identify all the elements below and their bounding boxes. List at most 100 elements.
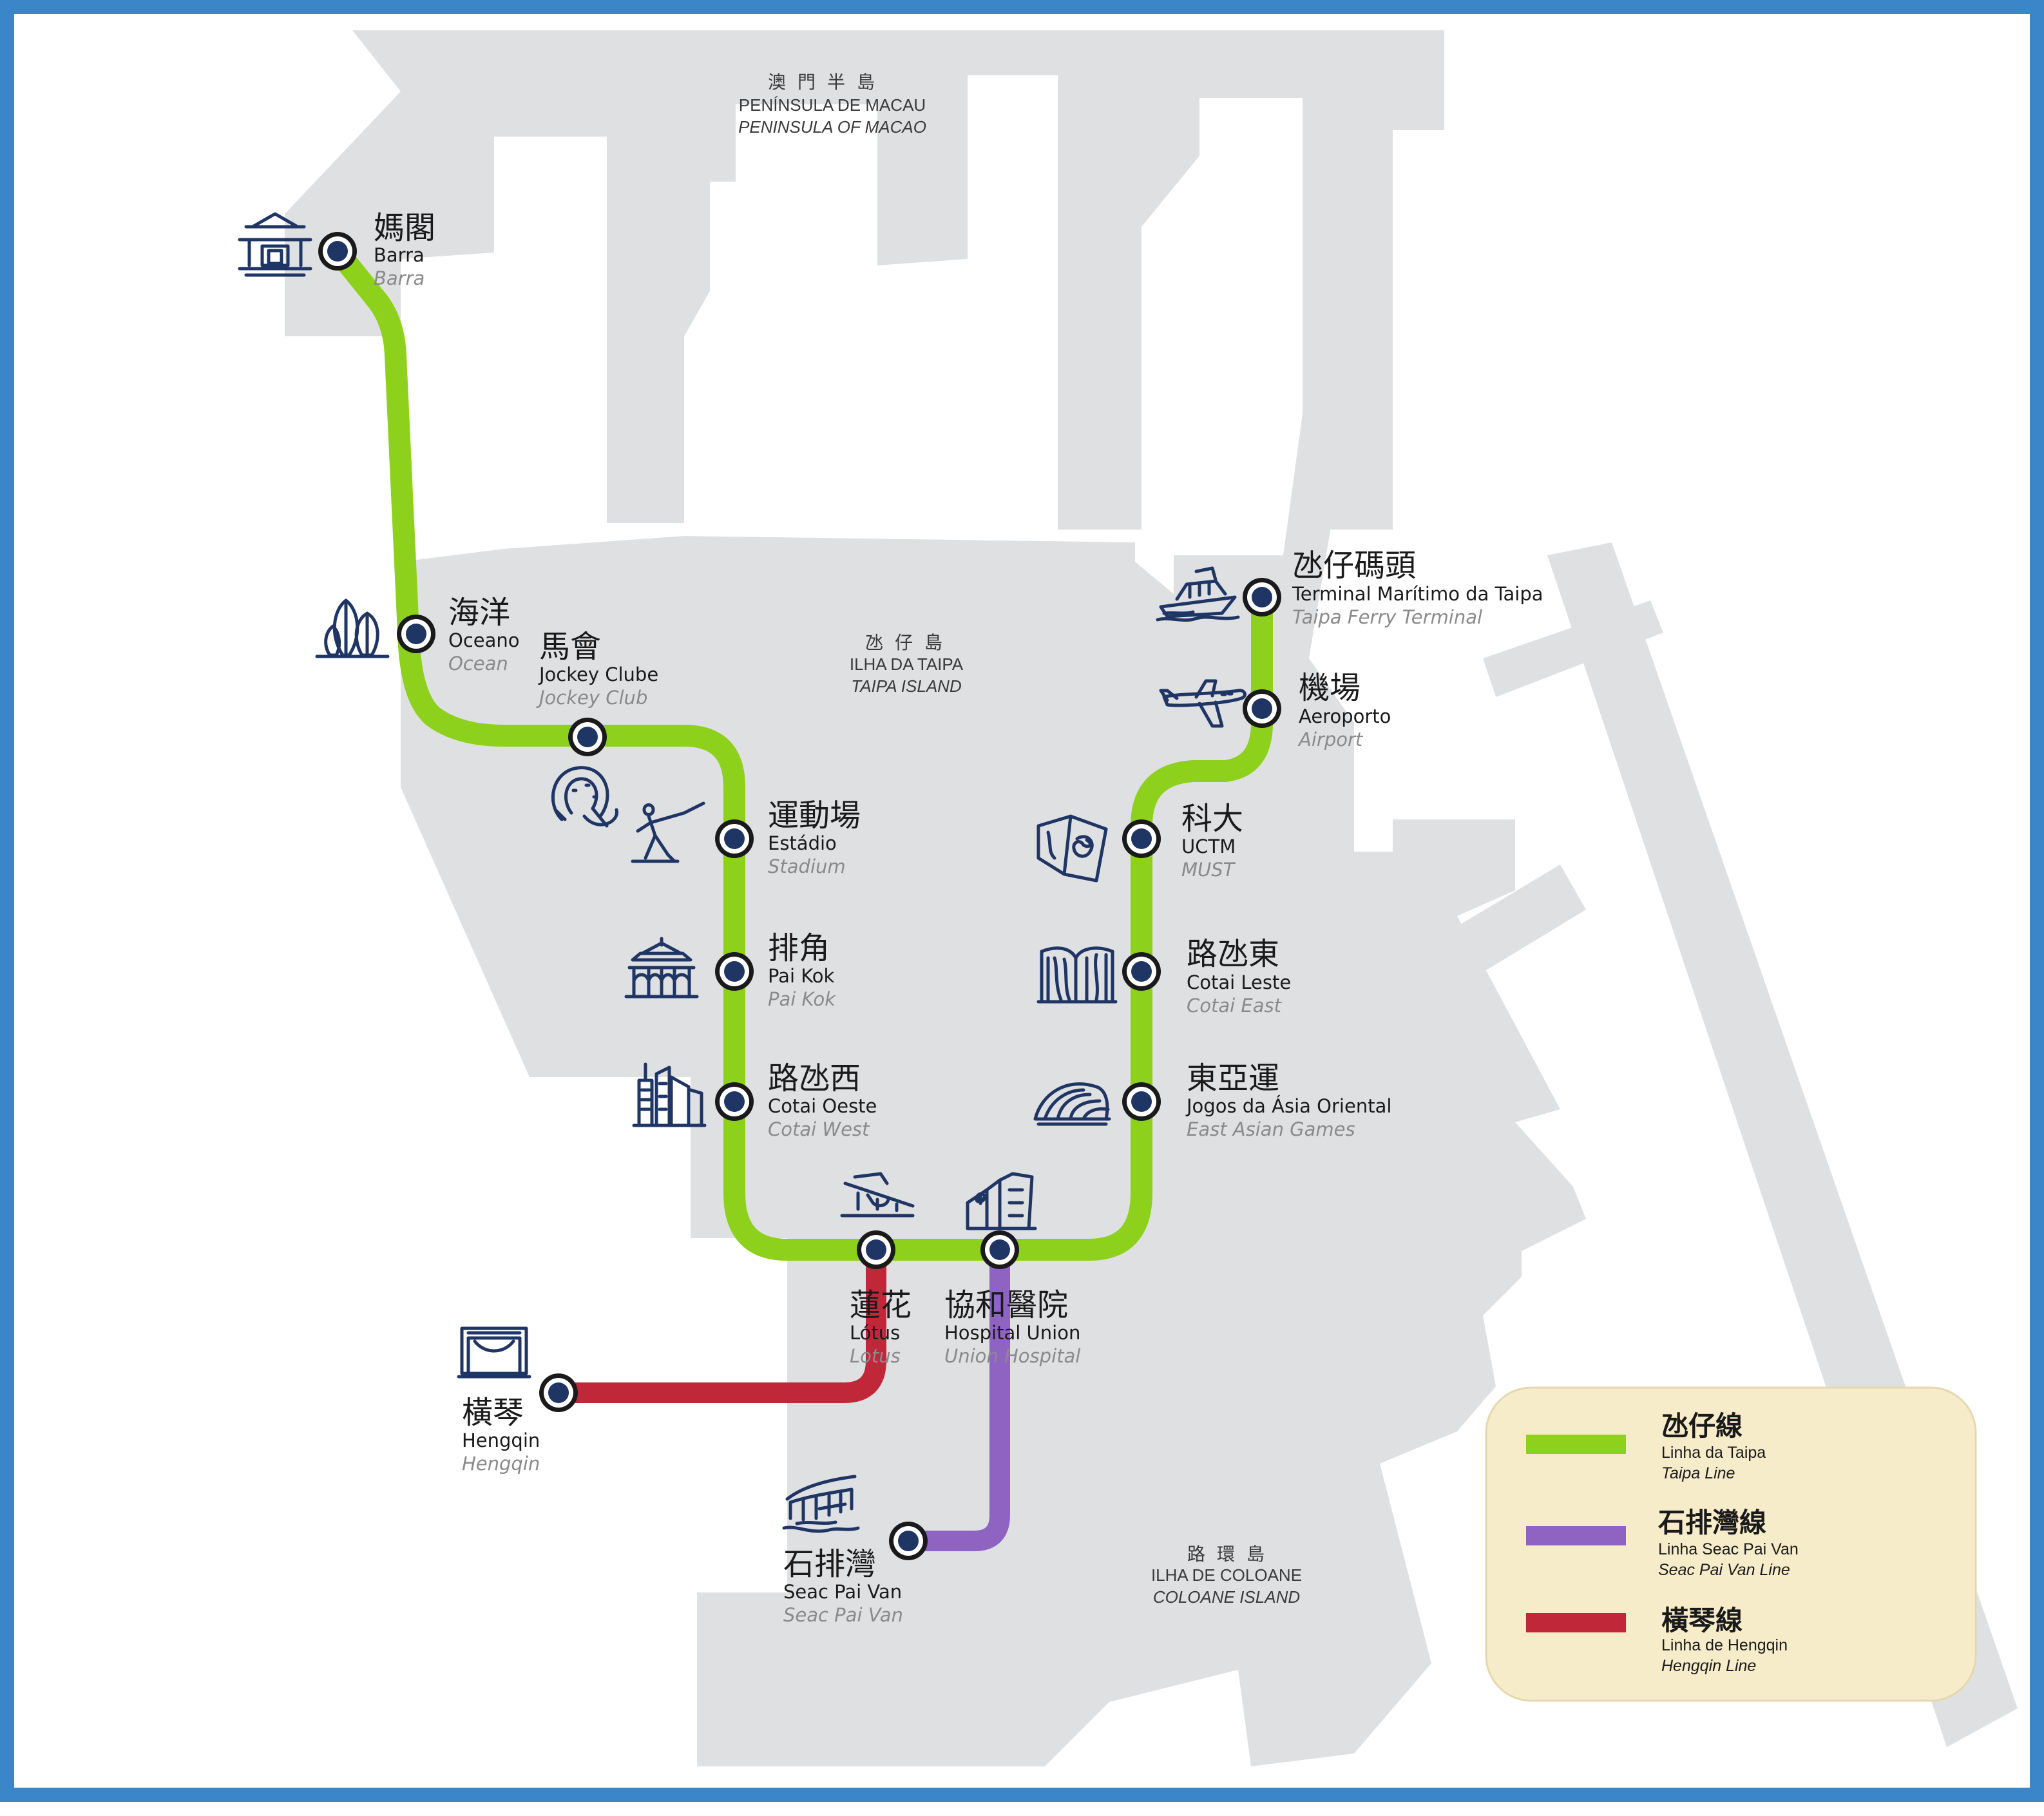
legend-swatch-hengqin — [1526, 1613, 1626, 1632]
ferry-pt: Terminal Marítimo da Taipa — [1292, 583, 1543, 605]
legend-hengqin-zh: 橫琴線 — [1661, 1605, 1743, 1636]
cotaiwest-zh: 路氹西 — [768, 1060, 861, 1096]
union-en: Union Hospital — [944, 1345, 1080, 1367]
airplane-icon — [1159, 679, 1246, 728]
legend-seacpaivan-en: Seac Pai Van Line — [1658, 1561, 1790, 1579]
land-airport-apron2 — [1406, 1187, 1586, 1296]
dome-arena-icon — [1033, 1082, 1111, 1126]
label-jockey: 馬會 Jockey Clube Jockey Club — [536, 629, 658, 709]
lotus-bridge-icon — [840, 1172, 915, 1218]
label-eastasian: 東亞運 Jogos da Ásia Oriental East Asian Ga… — [1185, 1060, 1391, 1140]
label-lotus: 蓮花 Lótus Lotus — [850, 1287, 912, 1367]
land-taipa-north — [1174, 555, 1212, 594]
label-cotaiwest: 路氹西 Cotai Oeste Cotai West — [768, 1060, 877, 1140]
station-estadio[interactable] — [715, 819, 754, 858]
lotus-zh: 蓮花 — [850, 1287, 912, 1323]
estadio-zh: 運動場 — [768, 798, 861, 834]
fencer-icon — [631, 801, 705, 863]
station-jockey[interactable] — [568, 718, 607, 756]
station-seacpaivan[interactable] — [889, 1522, 928, 1560]
uctm-en: MUST — [1181, 859, 1236, 881]
station-union[interactable] — [980, 1230, 1019, 1269]
oceano-en: Ocean — [448, 653, 508, 674]
cotaieast-pt: Cotai Leste — [1187, 971, 1291, 993]
seacpaivan-en: Seac Pai Van — [783, 1604, 903, 1626]
station-lotus[interactable] — [857, 1230, 895, 1269]
station-uctm[interactable] — [1122, 819, 1161, 858]
label-seacpaivan: 石排灣 Seac Pai Van Seac Pai Van — [783, 1546, 903, 1626]
legend-swatch-taipa — [1526, 1435, 1626, 1454]
jockey-zh: 馬會 — [539, 629, 601, 665]
paikok-en: Pai Kok — [768, 988, 836, 1010]
land-airport-link — [1483, 600, 1663, 697]
paikok-pt: Pai Kok — [768, 965, 835, 987]
hengqin-zh: 橫琴 — [462, 1395, 524, 1431]
peninsula-pt: PENÍNSULA DE MACAU — [739, 95, 926, 115]
station-eastasian[interactable] — [1122, 1082, 1161, 1121]
label-hengqin: 橫琴 Hengqin Hengqin — [462, 1395, 540, 1475]
light-rail-map: 澳門半島 PENÍNSULA DE MACAU PENINSULA OF MAC… — [238, 30, 2018, 1766]
stations — [318, 232, 1281, 1560]
legend-hengqin-pt: Linha de Hengqin — [1661, 1636, 1788, 1654]
station-barra[interactable] — [318, 232, 357, 271]
label-paikok: 排角 Pai Kok Pai Kok — [768, 930, 836, 1010]
label-airport: 機場 Aeroporto Airport — [1297, 670, 1391, 750]
coloane-pt: ILHA DE COLOANE — [1151, 1565, 1302, 1585]
peninsula-zh: 澳門半島 — [768, 72, 886, 93]
rail-lines — [327, 240, 1273, 1551]
land-peninsula — [285, 30, 1199, 530]
cotaieast-zh: 路氹東 — [1187, 936, 1279, 972]
legend-seacpaivan-zh: 石排灣線 — [1658, 1507, 1766, 1538]
eastasian-pt: Jogos da Ásia Oriental — [1185, 1095, 1391, 1117]
eastasian-zh: 東亞運 — [1187, 1060, 1279, 1096]
legend: 氹仔線 Linha da Taipa Taipa Line 石排灣線 Linha… — [1485, 1386, 1977, 1702]
taipa-pt: ILHA DA TAIPA — [850, 655, 964, 674]
estadio-pt: Estádio — [768, 832, 837, 854]
barra-pt: Barra — [374, 244, 425, 266]
label-estadio: 運動場 Estádio Stadium — [768, 798, 861, 877]
jockey-pt: Jockey Clube — [538, 664, 658, 685]
land-airport-apron — [1367, 865, 1586, 1019]
peninsula-en: PENINSULA OF MACAO — [738, 117, 926, 137]
union-zh: 協和醫院 — [944, 1287, 1068, 1323]
station-hengqin[interactable] — [539, 1373, 578, 1412]
legend-taipa-pt: Linha da Taipa — [1661, 1444, 1766, 1462]
label-uctm: 科大 UCTM MUST — [1181, 801, 1243, 881]
legend-taipa-zh: 氹仔線 — [1661, 1410, 1743, 1442]
station-paikok[interactable] — [715, 952, 754, 991]
label-barra: 媽閣 Barra Barra — [374, 210, 435, 289]
station-cotaiwest[interactable] — [715, 1082, 754, 1121]
border-gate-icon — [457, 1326, 531, 1379]
residential-icon — [782, 1475, 860, 1533]
hengqin-en: Hengqin — [462, 1453, 540, 1475]
station-ferry[interactable] — [1243, 578, 1281, 616]
cotaieast-en: Cotai East — [1187, 995, 1283, 1017]
seac-pai-van-line — [898, 1241, 1010, 1551]
land-taipa-cotai — [401, 414, 1573, 1766]
lotus-pt: Lótus — [850, 1322, 900, 1344]
landmark-icons — [238, 212, 1246, 1533]
station-labels: 媽閣 Barra Barra 海洋 Oceano Ocean 馬會 Jockey… — [374, 210, 1543, 1626]
seacpaivan-pt: Seac Pai Van — [783, 1581, 902, 1603]
union-pt: Hospital Union — [944, 1322, 1080, 1344]
hengqin-line — [548, 1241, 886, 1403]
paikok-zh: 排角 — [768, 930, 830, 966]
jockey-en: Jockey Club — [536, 687, 647, 709]
hospital-icon — [966, 1172, 1037, 1230]
airport-zh: 機場 — [1299, 670, 1361, 706]
ferry-icon — [1156, 566, 1240, 622]
barra-zh: 媽閣 — [374, 210, 435, 246]
station-airport[interactable] — [1243, 689, 1281, 728]
station-oceano[interactable] — [397, 615, 435, 653]
taipa-zh: 氹仔島 — [865, 632, 954, 653]
station-cotaieast[interactable] — [1122, 952, 1161, 991]
horseshoe-icon — [551, 766, 618, 828]
ferry-zh: 氹仔碼頭 — [1292, 548, 1416, 584]
legend-hengqin-en: Hengqin Line — [1661, 1657, 1756, 1675]
uctm-pt: UCTM — [1181, 836, 1236, 857]
legend-item-hengqin: 橫琴線 Linha de Hengqin Hengqin Line — [1526, 1605, 1788, 1675]
land-peninsula-east — [1199, 30, 1444, 530]
legend-seacpaivan-pt: Linha Seac Pai Van — [1658, 1540, 1799, 1558]
open-book-building-icon — [1036, 946, 1118, 1004]
